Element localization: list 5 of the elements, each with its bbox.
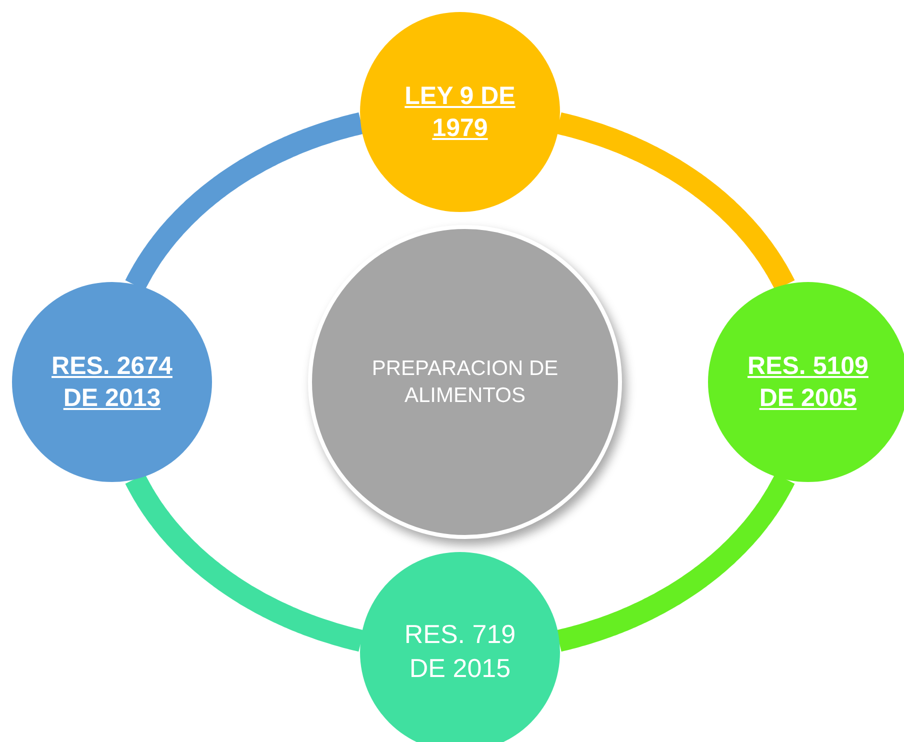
node-label: RES. 719 DE 2015 — [403, 618, 517, 685]
link-label: RES. 5109 DE 2005 — [746, 350, 870, 414]
node-label: PREPARACION DE ALIMENTOS — [370, 356, 560, 409]
link-label: LEY 9 DE 1979 — [404, 80, 516, 144]
link-label: RES. 2674 DE 2013 — [50, 350, 174, 414]
